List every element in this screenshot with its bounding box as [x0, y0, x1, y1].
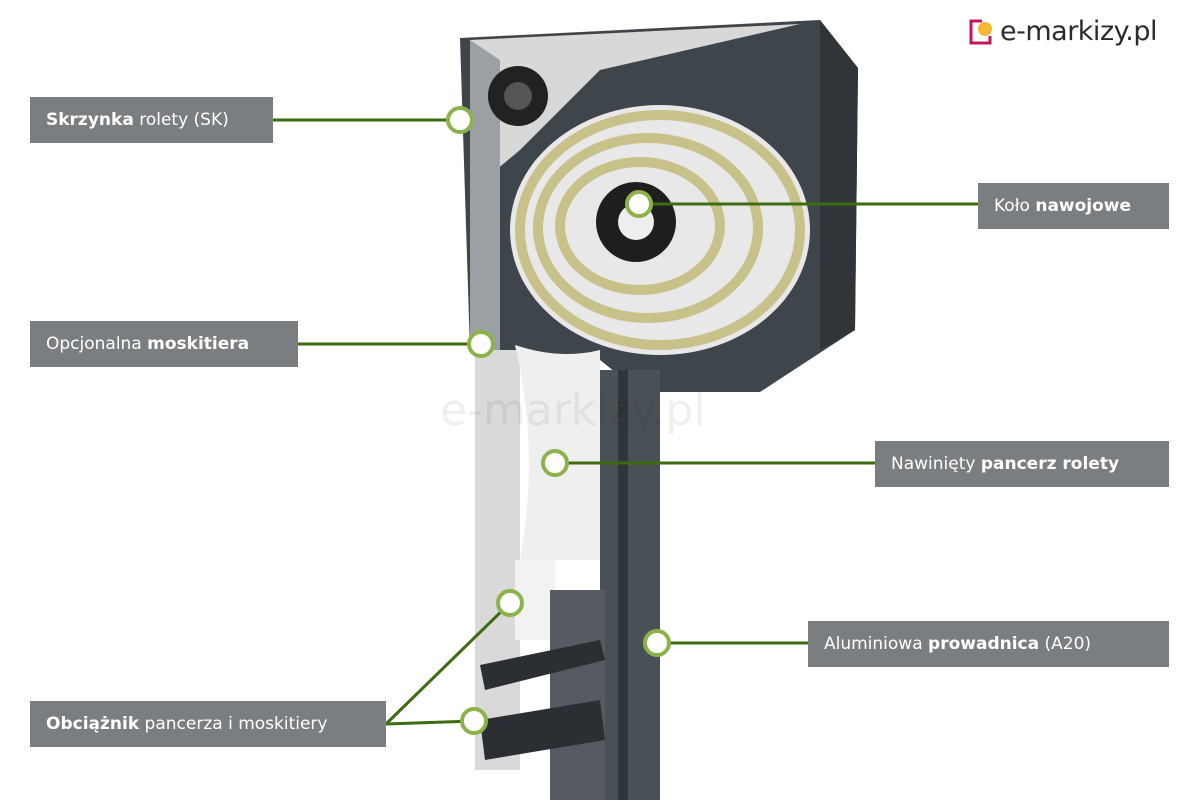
label-winding-wheel: Koło nawojowe: [978, 183, 1169, 229]
logo-icon: [969, 19, 992, 44]
mosquito-net-cover: [470, 40, 500, 360]
hotspot-marker: [496, 589, 524, 617]
label-guide-rail: Aluminiowa prowadnica (A20): [808, 621, 1169, 667]
hotspot-marker: [643, 629, 671, 657]
hotspot-marker: [446, 106, 474, 134]
hotspot-marker: [467, 330, 495, 358]
hotspot-marker: [541, 449, 569, 477]
hotspot-marker: [460, 707, 488, 735]
watermark: e-markizy.pl: [440, 385, 706, 436]
leader-line: [385, 719, 475, 726]
hotspot-marker: [625, 190, 653, 218]
label-bottom-bar: Obciążnik pancerza i moskitiery: [30, 701, 386, 747]
label-box-housing: Skrzynka rolety (SK): [30, 97, 273, 143]
bottom-bar: [480, 640, 605, 690]
mosquito-net: [475, 350, 520, 770]
label-mosquito-net: Opcjonalna moskitiera: [30, 321, 298, 367]
logo-text: e-markizy.pl: [1000, 16, 1157, 47]
logo[interactable]: e-markizy.pl: [968, 16, 1157, 47]
guide-rail: [600, 370, 660, 800]
label-shutter-curtain: Nawinięty pancerz rolety: [875, 441, 1169, 487]
leader-line: [384, 601, 512, 726]
